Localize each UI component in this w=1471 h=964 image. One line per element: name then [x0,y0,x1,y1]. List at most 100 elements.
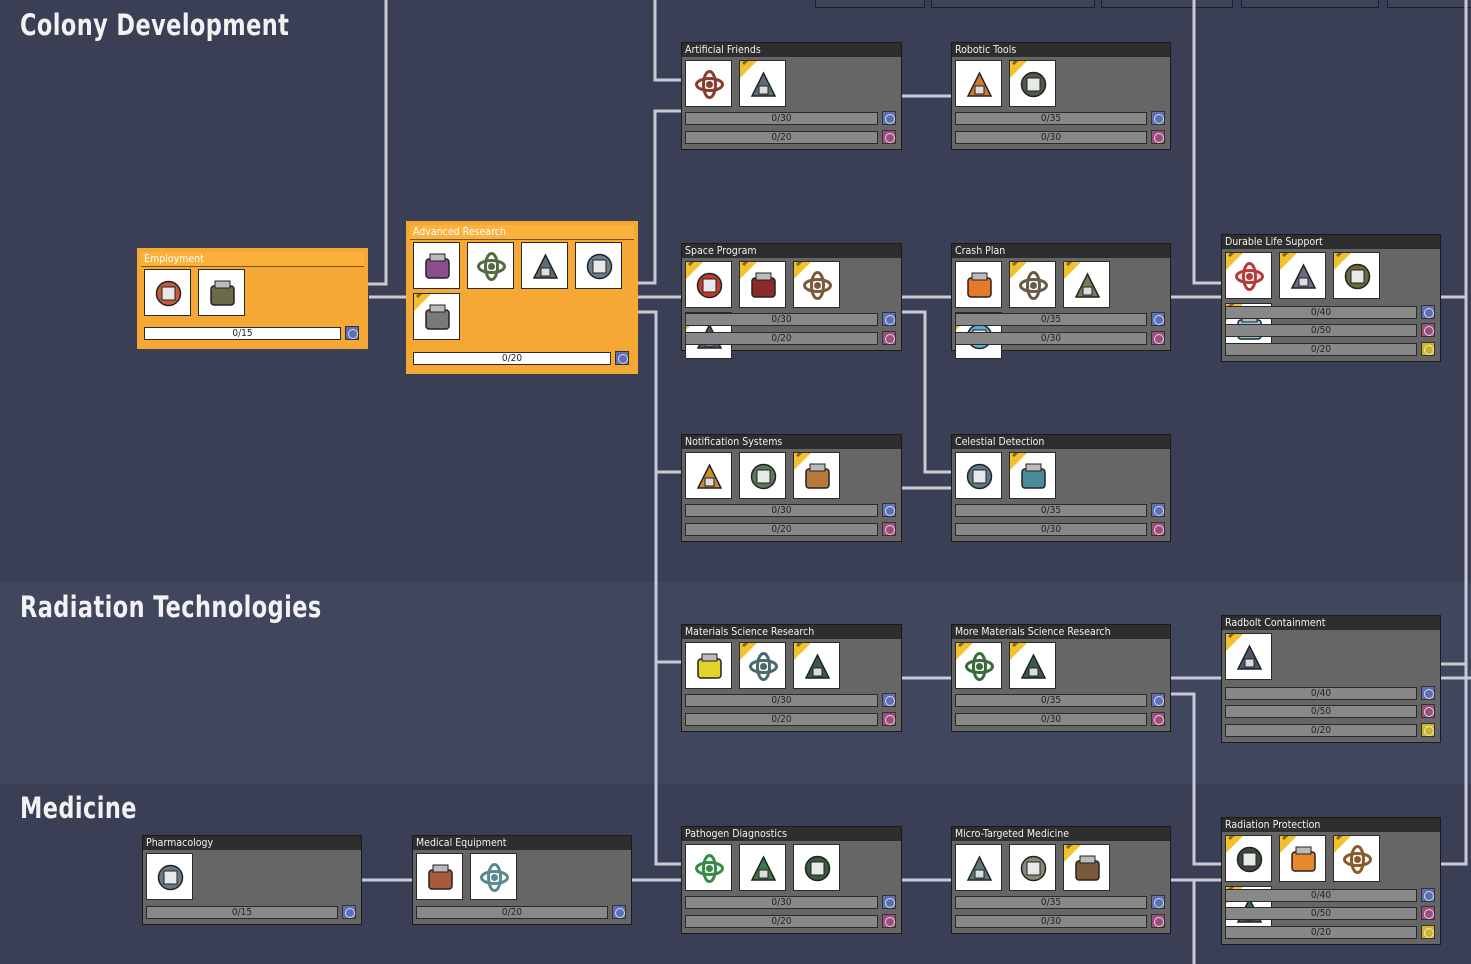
teleporter-arch-icon[interactable] [413,293,460,340]
observatory-icon[interactable] [1009,452,1056,499]
hazard-suit-icon[interactable] [1279,835,1326,882]
oxygen-module-icon[interactable] [1333,252,1380,299]
new-item-marker [686,262,703,279]
tech-node-title: Pathogen Diagnostics [682,827,901,841]
robot-arm-icon[interactable] [955,60,1002,107]
research-progress-bar: 0/50 [1225,324,1417,337]
tech-node-title: Pharmacology [143,836,361,850]
new-item-marker [414,294,431,311]
pink-research-point-icon [1421,906,1435,920]
new-item-marker [1334,836,1351,853]
chef-robot-icon[interactable] [144,269,191,316]
radbolt-generator-icon[interactable] [955,642,1002,689]
clinic-icon[interactable] [739,844,786,891]
pink-research-point-icon [1421,323,1435,337]
sick-bay-icon[interactable] [416,853,463,900]
robot-backpack-icon[interactable] [685,60,732,107]
offscreen-node-edge [1101,0,1233,8]
pink-research-point-icon [882,711,896,726]
radiation-lab-icon[interactable] [1063,844,1110,891]
new-item-marker [740,643,757,660]
generator-icon[interactable] [1063,261,1110,308]
offscreen-node-edge [931,0,1095,8]
pink-research-point-icon [1151,330,1165,345]
tech-node-title: Durable Life Support [1222,235,1440,249]
tech-node-title: Artificial Friends [682,43,901,57]
pink-research-point-icon [882,129,896,144]
satellite-dish-icon[interactable] [575,242,622,289]
launch-pad-icon[interactable] [685,261,732,308]
blue-research-point-icon [615,350,629,365]
research-station-icon[interactable] [467,242,514,289]
tech-node-title: Celestial Detection [952,435,1170,449]
hazard-locker-icon[interactable] [1333,835,1380,882]
pink-research-point-icon [1151,521,1165,536]
cargo-module-icon[interactable] [793,261,840,308]
research-progress-bar: 0/35 [955,694,1147,707]
disease-sensor-icon[interactable] [470,853,517,900]
new-item-marker [740,61,757,78]
massage-table-icon[interactable] [1009,844,1056,891]
category-title-radiation: Radiation Technologies [20,590,322,624]
apothecary-icon[interactable] [146,853,193,900]
research-progress-bar: 0/35 [955,313,1147,326]
cockpit-module-icon[interactable] [1225,252,1272,299]
material-analyzer-icon[interactable] [739,642,786,689]
yellow-atom-icon[interactable] [685,642,732,689]
tech-node-title: Employment [141,252,364,267]
signal-switch-icon[interactable] [685,452,732,499]
new-item-marker [956,643,973,660]
control-console-icon[interactable] [739,60,786,107]
lead-suit-icon[interactable] [1225,835,1272,882]
research-progress-bar: 0/30 [955,712,1147,726]
research-progress-bar: 0/50 [1225,907,1417,920]
atom-research-icon[interactable] [413,242,460,289]
research-progress-bar: 0/20 [1225,723,1417,737]
research-progress-bar: 0/30 [685,313,878,326]
workbench-icon[interactable] [198,269,245,316]
fabricator-icon[interactable] [1009,60,1056,107]
category-title-colony: Colony Development [20,8,290,42]
radar-dish-icon[interactable] [955,452,1002,499]
rocket-nose-icon[interactable] [739,261,786,308]
telescope-tools-icon[interactable] [521,242,568,289]
diagnostic-station-icon[interactable] [793,844,840,891]
alarm-speaker-icon[interactable] [739,452,786,499]
blue-research-point-icon [882,312,896,326]
radbolt-joint-icon[interactable] [1009,642,1056,689]
research-progress-bar: 0/20 [416,905,608,919]
research-progress-bar: 0/30 [685,694,878,707]
sensor-box-icon[interactable] [793,452,840,499]
scanner-module-icon[interactable] [1009,261,1056,308]
offscreen-node-edge [1241,0,1379,8]
orange-atom-icon[interactable] [955,261,1002,308]
blue-research-point-icon [1151,312,1165,326]
blue-research-point-icon [345,325,359,340]
bunk-module-icon[interactable] [1279,252,1326,299]
research-progress-bar: 0/20 [1225,342,1417,356]
radbolt-chamber-icon[interactable] [1225,633,1272,680]
particle-collector-icon[interactable] [793,642,840,689]
germ-sensor-icon[interactable] [685,844,732,891]
tech-node-title: Radbolt Containment [1222,616,1440,630]
advanced-doctor-icon[interactable] [955,844,1002,891]
tech-node-title: Notification Systems [682,435,901,449]
